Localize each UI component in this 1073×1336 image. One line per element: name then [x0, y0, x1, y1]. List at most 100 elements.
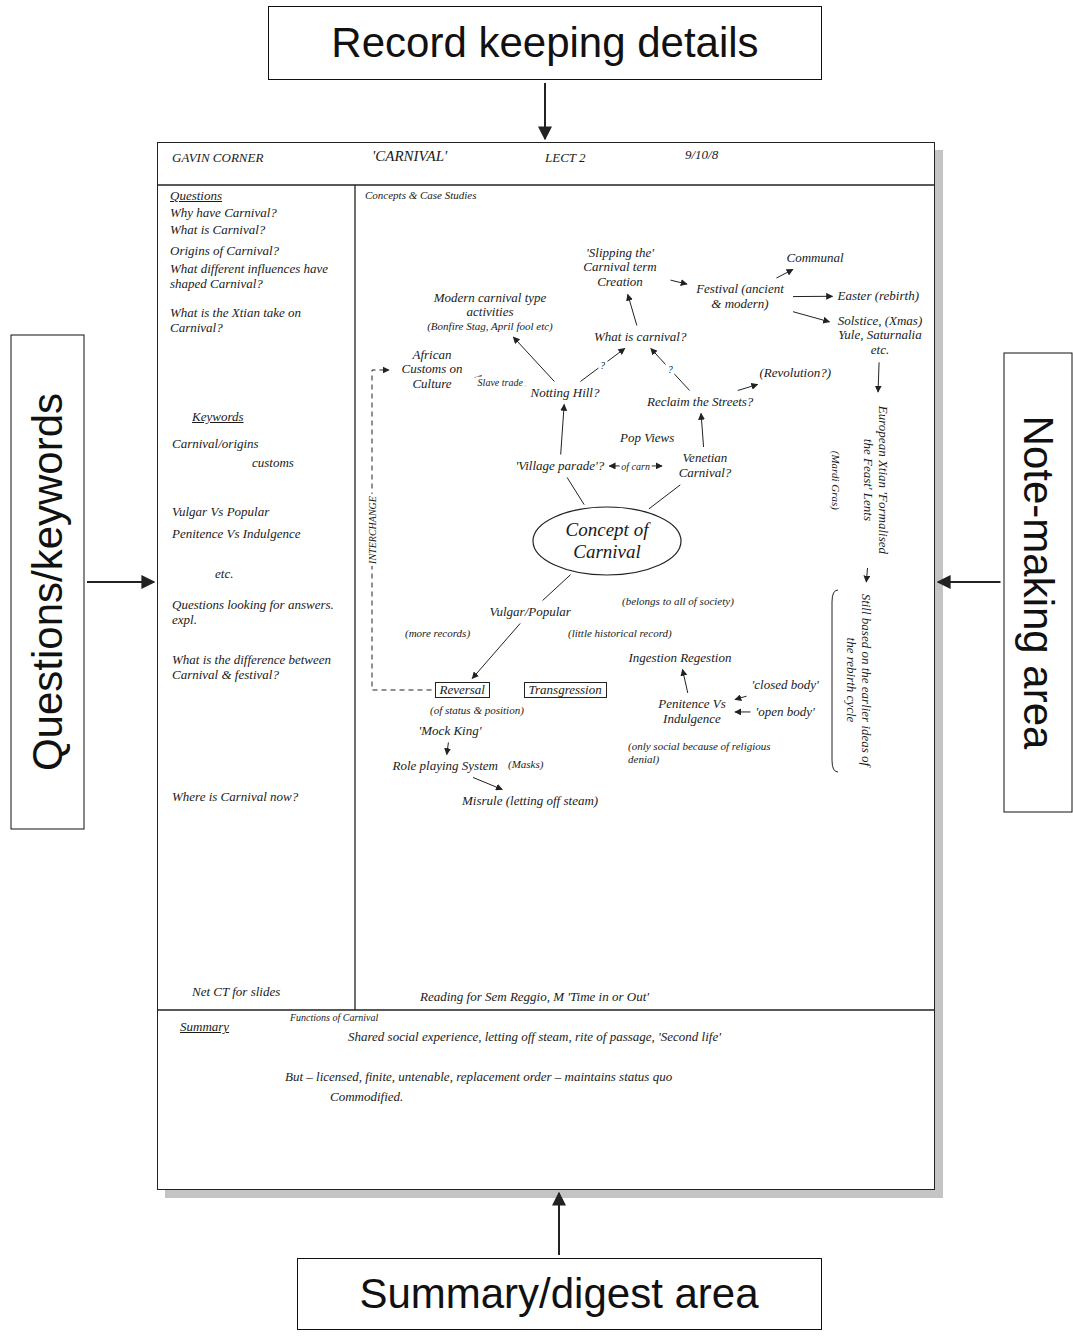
arrow-connector — [701, 413, 704, 447]
note-text: Pop Views — [620, 431, 674, 446]
node-text: 'Mock King' — [419, 724, 482, 739]
note-text: Origins of Carnival? — [170, 244, 279, 259]
arrow-connector — [473, 777, 502, 789]
record-detail: 'CARNIVAL' — [372, 148, 447, 165]
arrow-connector — [683, 669, 688, 693]
mindmap-node: Solstice, (Xmas) Yule, Saturnalia etc. — [833, 313, 928, 360]
sheet-ground — [157, 142, 935, 1190]
note-text: customs — [252, 456, 294, 471]
arrow-connector — [938, 581, 1001, 583]
node-text: Modern carnival type activities — [412, 291, 568, 321]
mindmap-node: Festival (ancient & modern) — [690, 281, 790, 313]
mindmap-node: 'Slipping the' Carnival term Creation — [573, 245, 668, 292]
mindmap-node: 'closed body' — [750, 677, 821, 694]
record-detail: LECT 2 — [545, 150, 586, 166]
arrow-connector — [447, 742, 449, 754]
note-text: Net CT for slides — [192, 985, 280, 1000]
arrow-connector — [87, 581, 154, 583]
mindmap-node: Notting Hill? — [529, 385, 602, 402]
node-text: Venetian Carnival? — [667, 451, 743, 481]
mindmap-node: Reclaim the Streets? — [645, 394, 755, 411]
note-text: Concepts & Case Studies — [365, 189, 477, 202]
note-text: Vulgar Vs Popular — [172, 505, 269, 520]
arrow-connector — [558, 1193, 560, 1255]
edge-label: Slave trade — [476, 376, 525, 387]
arrow-connector — [738, 384, 758, 390]
mindmap-node: 'Mock King' — [417, 723, 484, 740]
arrow-connector — [567, 477, 584, 504]
node-text: Solstice, (Xmas) Yule, Saturnalia etc. — [835, 314, 926, 359]
section-label-box: Summary/digest area — [297, 1258, 822, 1330]
note-text: Commodified. — [330, 1090, 403, 1105]
arrow-connector — [878, 362, 879, 392]
note-text: Summary — [180, 1020, 229, 1035]
mindmap-node: Communal — [785, 250, 846, 267]
note-text: Where is Carnival now? — [172, 790, 347, 805]
bracket — [832, 590, 838, 772]
arrow-connector — [735, 711, 751, 712]
note-text: Questions looking for answers. expl. — [172, 598, 347, 628]
mindmap-node: Vulgar/Popular — [488, 604, 573, 621]
arrow-connector — [543, 575, 571, 601]
node-text: 'Slipping the' Carnival term Creation — [575, 246, 666, 291]
boxed-concept: Transgression — [524, 682, 607, 699]
node-text: 'open body' — [756, 705, 815, 720]
note-sheet: GAVIN CORNER'CARNIVAL'LECT 29/10/8'Slipp… — [157, 142, 935, 1190]
note-text: Penitence Vs Indulgence — [172, 527, 350, 542]
header-rule — [157, 184, 935, 185]
node-text: Summary/digest area — [359, 1270, 758, 1318]
note-text: (belongs to all of society) — [622, 595, 734, 608]
boxed-concept: Reversal — [435, 682, 490, 699]
note-text: Carnival/origins — [172, 437, 259, 452]
arrow-connector — [628, 294, 637, 325]
node-text: Transgression — [529, 683, 602, 698]
note-text: Why have Carnival? — [170, 206, 277, 221]
node-text: (Revolution?) — [760, 366, 831, 381]
arrow-connector — [776, 269, 792, 278]
note-text: Shared social experience, letting off st… — [348, 1030, 918, 1045]
arrow-connector — [671, 280, 688, 284]
node-text: Communal — [787, 251, 844, 266]
arrow-connector — [561, 404, 565, 454]
mindmap-node: Ingestion Regestion — [627, 650, 734, 667]
node-text: African Customs on Culture — [394, 348, 470, 393]
section-label-box: Questions/keywords — [10, 335, 84, 830]
arrow-connector — [735, 696, 747, 699]
arrow-connector — [372, 370, 432, 690]
arrow-connector — [793, 296, 833, 297]
section-label-box: Note-making area — [1004, 352, 1073, 812]
node-text: Easter (rebirth) — [838, 289, 919, 304]
node-text: Penitence Vs Indulgence — [654, 697, 730, 727]
mindmap-node: What is carnival? — [592, 329, 688, 346]
note-text: (of status & position) — [430, 704, 524, 717]
note-text: etc. — [215, 567, 233, 582]
ellipse-outline — [533, 507, 681, 575]
note-text: What different influences have shaped Ca… — [170, 262, 345, 292]
arrow-connector — [472, 623, 520, 678]
edge-label: ? — [666, 364, 675, 375]
record-detail: GAVIN CORNER — [172, 150, 263, 166]
mindmap-node: Penitence Vs Indulgence — [652, 696, 732, 728]
note-text: What is Carnival? — [170, 223, 265, 238]
node-text: Reclaim the Streets? — [647, 395, 753, 410]
note-text: Functions of Carnival — [290, 1012, 378, 1024]
node-text: Vulgar/Popular — [490, 605, 571, 620]
node-text: Note-making area — [1014, 415, 1062, 749]
arrow-connector — [544, 83, 546, 139]
note-text: (Masks) — [508, 758, 543, 771]
column-rule — [354, 185, 355, 1010]
node-text: Questions/keywords — [23, 393, 71, 771]
mindmap-node: Modern carnival type activities(Bonfire … — [410, 290, 570, 335]
note-text: But – licensed, finite, untenable, repla… — [285, 1070, 925, 1085]
node-text: Concept of Carnival — [534, 519, 680, 563]
node-text: Role playing System — [393, 759, 498, 774]
node-text: Misrule (letting off steam) — [462, 794, 598, 809]
mindmap-node: Role playing System — [391, 758, 500, 775]
node-text: Notting Hill? — [531, 386, 600, 401]
mindmap-node: European Xtian 'Formalised the Feast' Le… — [859, 395, 891, 565]
summary-rule — [157, 1009, 935, 1010]
edge-label: INTERCHANGE — [367, 494, 378, 566]
node-text: Festival (ancient & modern) — [692, 282, 788, 312]
node-text: 'closed body' — [752, 678, 819, 693]
mindmap-node: Venetian Carnival? — [665, 450, 745, 482]
